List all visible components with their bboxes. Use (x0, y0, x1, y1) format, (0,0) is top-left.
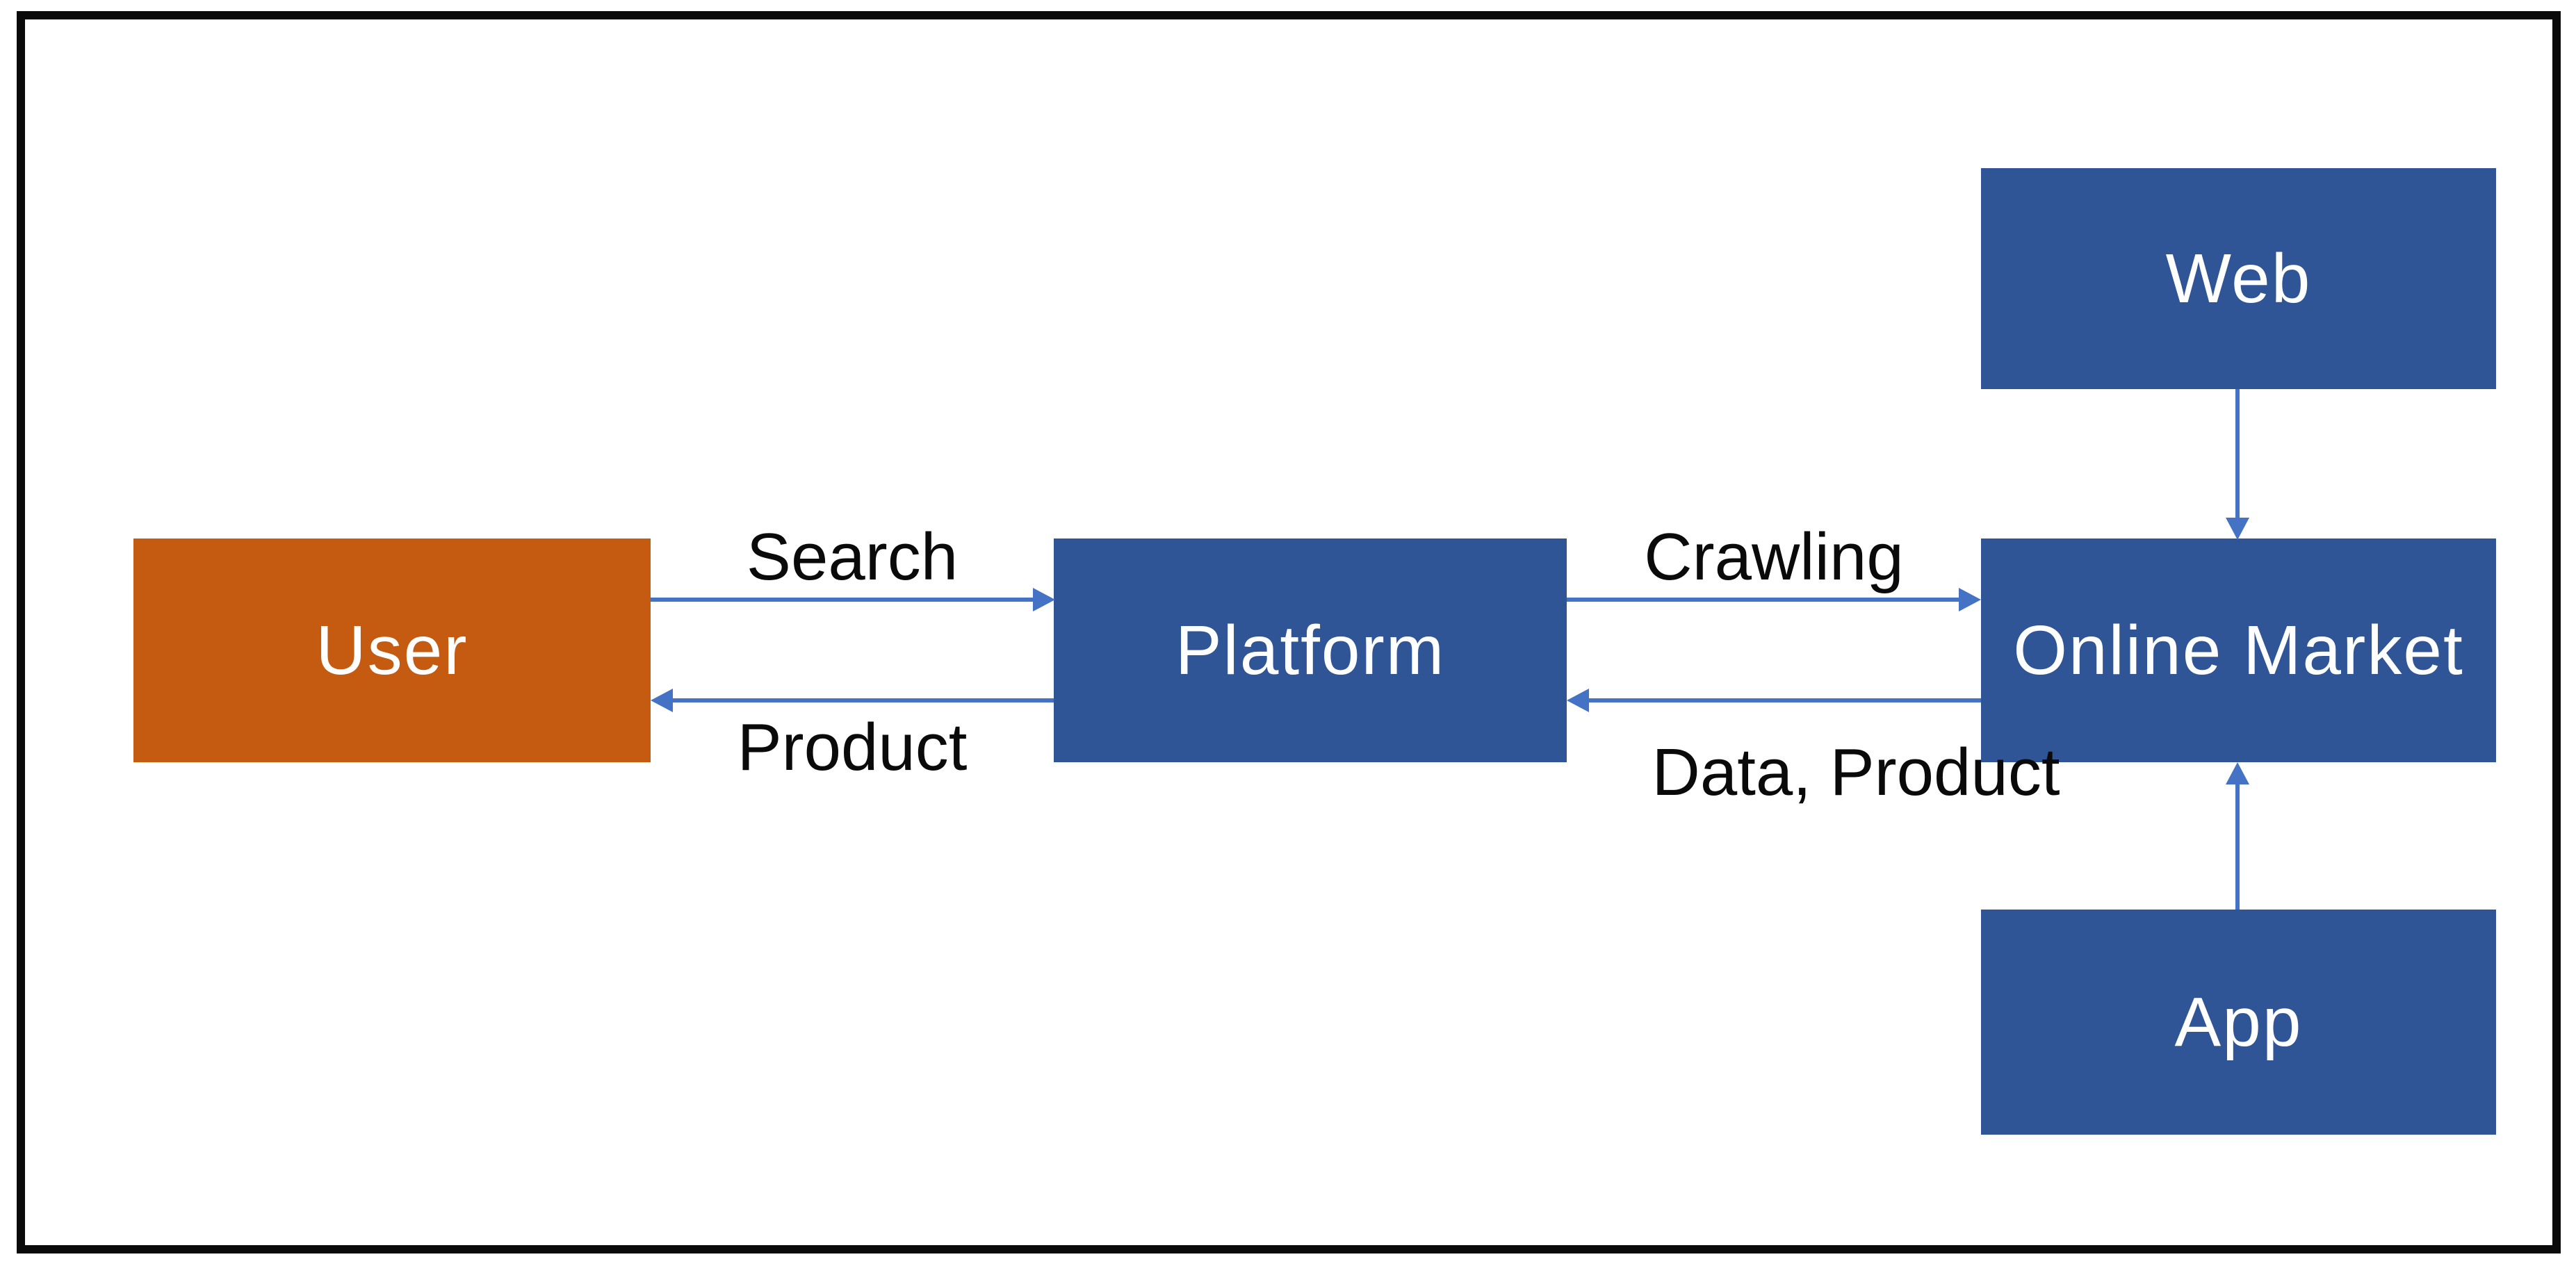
node-platform: Platform (1054, 539, 1567, 762)
node-online-market-label: Online Market (2013, 611, 2464, 689)
product-arrow-line (673, 698, 1054, 702)
node-web: Web (1981, 168, 2496, 389)
search-arrow-line (651, 598, 1034, 602)
app-to-market-arrow-line (2235, 784, 2240, 910)
arrowhead-down-icon (2226, 518, 2249, 540)
node-app: App (1981, 910, 2496, 1135)
node-online-market: Online Market (1981, 539, 2496, 762)
arrowhead-left-icon (1567, 689, 1589, 712)
edge-label-data-product: Data, Product (1652, 735, 2060, 809)
arrowhead-left-icon (651, 689, 673, 712)
node-web-label: Web (2165, 239, 2312, 318)
diagram-border (17, 11, 2561, 1253)
edge-label-product: Product (737, 710, 968, 784)
node-app-label: App (2174, 983, 2303, 1061)
arrowhead-right-icon (1033, 588, 1055, 611)
edge-label-search: Search (746, 520, 959, 594)
node-platform-label: Platform (1175, 611, 1446, 689)
arrowhead-up-icon (2226, 762, 2249, 784)
edge-label-crawling: Crawling (1644, 520, 1904, 594)
arrowhead-right-icon (1959, 588, 1981, 611)
node-user-label: User (316, 611, 468, 689)
crawling-arrow-line (1567, 598, 1960, 602)
web-to-market-arrow-line (2235, 389, 2240, 518)
data-product-arrow-line (1589, 698, 1981, 702)
node-user: User (133, 539, 651, 762)
